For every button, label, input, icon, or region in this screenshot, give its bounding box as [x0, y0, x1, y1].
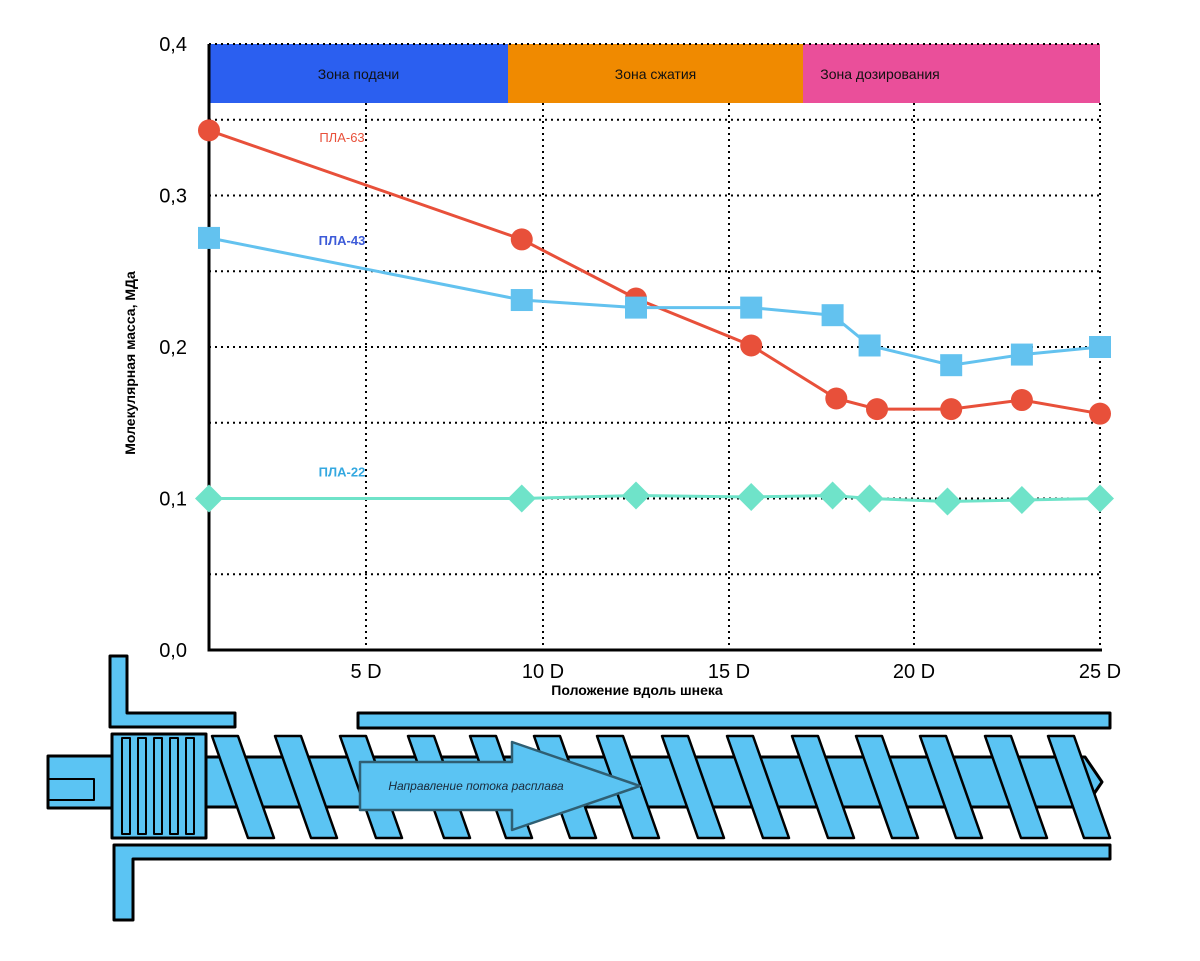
data-point: [940, 354, 963, 377]
zone-band: [508, 44, 803, 103]
screw-flight: [1046, 734, 1112, 840]
zone-label: Зона дозирования: [820, 66, 939, 82]
data-point: [507, 484, 536, 513]
data-point: [821, 304, 844, 327]
y-axis-label: Молекулярная масса, МДа: [122, 271, 138, 455]
data-point: [933, 487, 962, 516]
y-tick-label: 0,4: [159, 34, 187, 56]
data-point: [198, 226, 220, 249]
data-point: [510, 289, 533, 312]
data-point: [198, 119, 220, 142]
series-circle: ПЛА-63: [198, 119, 1111, 425]
barrel-top-right: [356, 711, 1112, 730]
screw-flight: [790, 734, 856, 840]
series-label: ПЛА-43: [319, 233, 366, 248]
coupling-ridge: [185, 737, 195, 835]
x-tick-label: 25 D: [1079, 661, 1121, 683]
x-tick-label: 10 D: [522, 661, 564, 683]
data-point: [825, 387, 848, 410]
coupling-ridges: [121, 737, 195, 835]
screw-flight: [273, 734, 339, 840]
barrel-top-left: [108, 654, 237, 729]
y-tick-label: 0,3: [159, 186, 187, 208]
screw-flight: [983, 734, 1049, 840]
data-point: [1010, 343, 1033, 366]
series-label: ПЛА-22: [319, 465, 366, 480]
zone-label: Зона сжатия: [615, 66, 696, 82]
data-point: [866, 398, 888, 421]
data-point: [510, 228, 533, 251]
y-tick-label: 0,0: [159, 640, 187, 662]
zone-label: Зона подачи: [318, 66, 399, 82]
coupling-ridge: [153, 737, 163, 835]
data-point: [622, 481, 650, 510]
coupling-ridge: [169, 737, 179, 835]
data-point: [940, 398, 963, 421]
screw-flight: [725, 734, 791, 840]
data-point: [858, 334, 881, 357]
coupling-ridge: [137, 737, 147, 835]
data-point: [1007, 486, 1036, 515]
data-point: [740, 334, 763, 357]
data-point: [1089, 336, 1111, 358]
x-tick-label: 15 D: [708, 661, 750, 683]
y-tick-label: 0,1: [159, 489, 187, 511]
series-label: ПЛА-63: [319, 130, 364, 145]
coupling-ridge: [121, 737, 131, 835]
axes: [207, 44, 1102, 652]
screw-flights: [210, 734, 1112, 840]
data-point: [195, 484, 223, 513]
screw-flight: [210, 734, 276, 840]
series-diamond: ПЛА-22: [195, 465, 1114, 516]
data-point: [855, 484, 884, 513]
zone-band: [209, 44, 508, 103]
barrel-bottom: [112, 843, 1112, 922]
flow-arrow-label: Направление потока расплава: [388, 779, 564, 793]
data-point: [1086, 484, 1114, 513]
x-tick-label: 5 D: [350, 661, 381, 683]
data-point: [1089, 402, 1111, 425]
y-tick-label: 0,2: [159, 337, 187, 359]
zone-bands: Зона подачи Зона сжатия Зона дозирования: [209, 44, 1100, 103]
x-tick-label: 20 D: [893, 661, 935, 683]
series-square: ПЛА-43: [198, 226, 1111, 377]
x-axis-label: Положение вдоль шнека: [551, 682, 723, 698]
data-point: [625, 296, 647, 319]
flow-arrow: [358, 740, 642, 832]
shaft-slot: [47, 778, 95, 801]
data-point: [1010, 389, 1033, 412]
zone-band: [803, 44, 1100, 103]
tick-labels: 0,0 0,1 0,2 0,3 0,4 5 D 10 D 15 D 20 D 25 D: [159, 34, 1121, 683]
data-point: [818, 481, 847, 510]
screw-illustration: Направление потока расплава: [46, 654, 1112, 922]
grid: [209, 43, 1101, 650]
data-point: [737, 482, 766, 511]
data-point: [740, 296, 763, 319]
screw-flight: [854, 734, 920, 840]
screw-flight: [660, 734, 726, 840]
screw-flight: [918, 734, 984, 840]
